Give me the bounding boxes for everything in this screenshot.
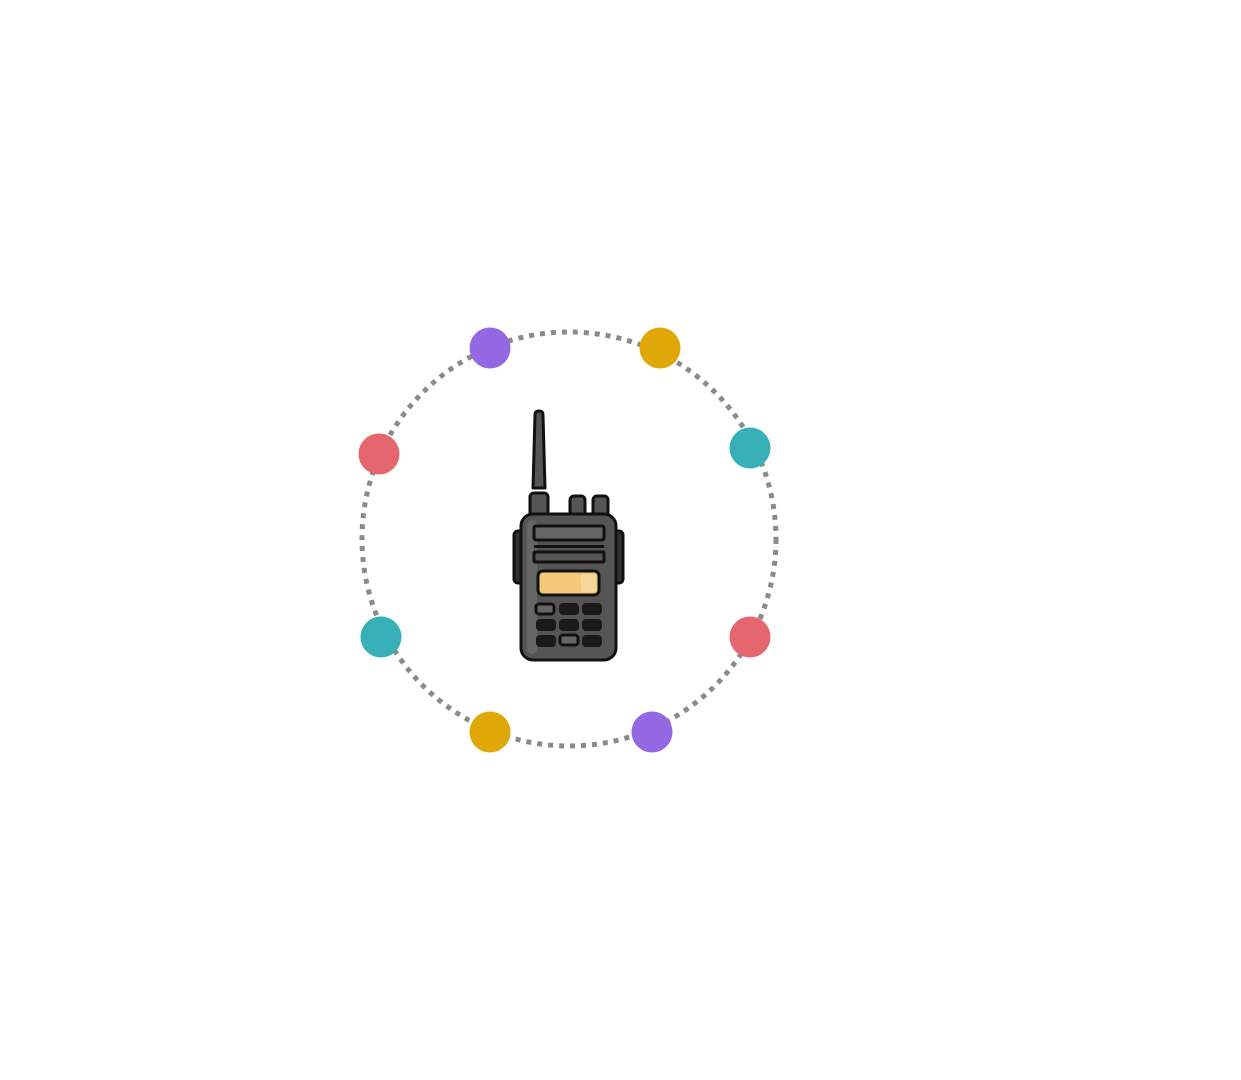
- antenna: [531, 409, 547, 490]
- keypad-key: [559, 603, 579, 615]
- keypad-key: [582, 619, 602, 631]
- keypad-key: [536, 635, 556, 647]
- dot-purple-bottom: [631, 711, 673, 753]
- keypad-key: [582, 635, 602, 647]
- keypad-key: [558, 633, 580, 647]
- keypad: [534, 602, 602, 647]
- dotted-ring: [359, 329, 779, 749]
- dot-purple-top: [469, 327, 511, 369]
- speaker-grill-line: [534, 545, 604, 548]
- keypad-key: [559, 619, 579, 631]
- walkie-talkie-icon: [512, 409, 625, 662]
- keypad-key: [536, 619, 556, 631]
- dot-red-left: [358, 433, 400, 475]
- dot-teal-left: [360, 616, 402, 658]
- keypad-key: [582, 603, 602, 615]
- ring-dots: [358, 327, 771, 753]
- speaker-grill-bottom: [532, 550, 606, 564]
- keypad-key: [534, 602, 556, 616]
- speaker-grill-top: [532, 524, 606, 542]
- dot-yellow-bottom: [469, 711, 511, 753]
- device-screen-highlight: [581, 574, 596, 592]
- dot-red-right: [729, 616, 771, 658]
- dot-yellow-top: [639, 327, 681, 369]
- dot-teal-right: [729, 427, 771, 469]
